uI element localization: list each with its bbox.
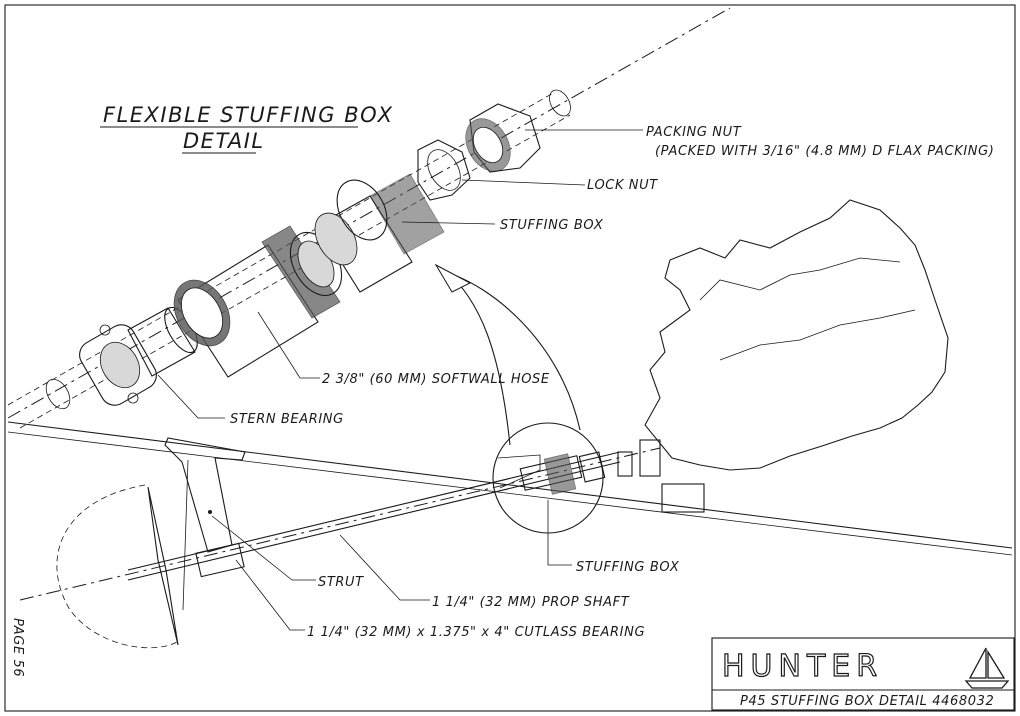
leader-strut: [211, 515, 316, 581]
label-packing-nut: PACKING NUT: [646, 125, 742, 140]
hull-line-lower: [7, 431, 1013, 556]
rudder-line: [182, 459, 189, 611]
prop-shaft-bottom: [127, 461, 621, 581]
leader-cutlass-bearing: [235, 559, 305, 631]
callout-arrow-return: [444, 271, 581, 431]
propeller-blade: [147, 486, 179, 646]
brand-name: HUNTER: [722, 649, 883, 684]
strut-part: [164, 437, 246, 553]
packing-nut-part: [465, 103, 541, 173]
label-cutlass-bearing: 1 1/4" (32 MM) x 1.375" x 4" CUTLASS BEA…: [307, 625, 645, 640]
engine-mount: [661, 483, 705, 513]
leader-softwall-hose: [257, 311, 320, 379]
label-stuffing-box-lower: STUFFING BOX: [576, 560, 680, 575]
label-packing-nut-note: (PACKED WITH 3/16" (4.8 MM) D FLAX PACKI…: [655, 144, 994, 159]
lock-nut-part: [417, 139, 471, 201]
hull-line-upper: [7, 421, 1013, 549]
label-lock-nut: LOCK NUT: [587, 178, 658, 193]
leader-prop-shaft: [339, 534, 430, 601]
sailboat-logo-icon: [964, 647, 1010, 689]
diagram-title-line2: DETAIL: [183, 129, 265, 153]
shaft-coupling: [617, 451, 633, 477]
stern-bearing-part: [79, 306, 198, 406]
arrow-head: [434, 263, 472, 293]
engine-outline: [644, 199, 949, 471]
label-softwall-hose: 2 3/8" (60 MM) SOFTWALL HOSE: [322, 372, 550, 387]
callout-arrow: [444, 269, 511, 446]
propeller-sweep: [56, 484, 181, 649]
sheet-border: [4, 4, 1016, 712]
leader-lock-nut: [461, 179, 586, 186]
strut-pivot: [208, 510, 212, 514]
label-stuffing-box-upper: STUFFING BOX: [500, 218, 604, 233]
label-prop-shaft: 1 1/4" (32 MM) PROP SHAFT: [432, 595, 630, 610]
stuffing-box-installed: [519, 451, 606, 495]
softwall-hose-part: [173, 225, 343, 378]
stuffing-box-part: [314, 173, 445, 293]
leader-stern-bearing: [157, 374, 225, 419]
shaft-log: [497, 454, 541, 489]
engine-flange: [639, 439, 661, 477]
label-stern-bearing: STERN BEARING: [230, 412, 344, 427]
drawing-title: P45 STUFFING BOX DETAIL 4468032: [740, 694, 994, 709]
diagram-title-line1: FLEXIBLE STUFFING BOX: [103, 103, 393, 127]
engine-detail: [699, 257, 901, 301]
engine-detail-2: [719, 309, 916, 361]
shaft-end-left: [45, 378, 71, 410]
title-block: HUNTER P45 STUFFING BOX DETAIL 4468032: [711, 637, 1015, 711]
label-strut: STRUT: [318, 575, 364, 590]
leader-stuffing-box: [401, 221, 496, 225]
page-label: PAGE 56: [10, 618, 25, 677]
shaft-end-right: [549, 89, 571, 117]
cutlass-bearing-part: [195, 542, 245, 578]
leader-stuffing-box-lower: [547, 500, 572, 566]
